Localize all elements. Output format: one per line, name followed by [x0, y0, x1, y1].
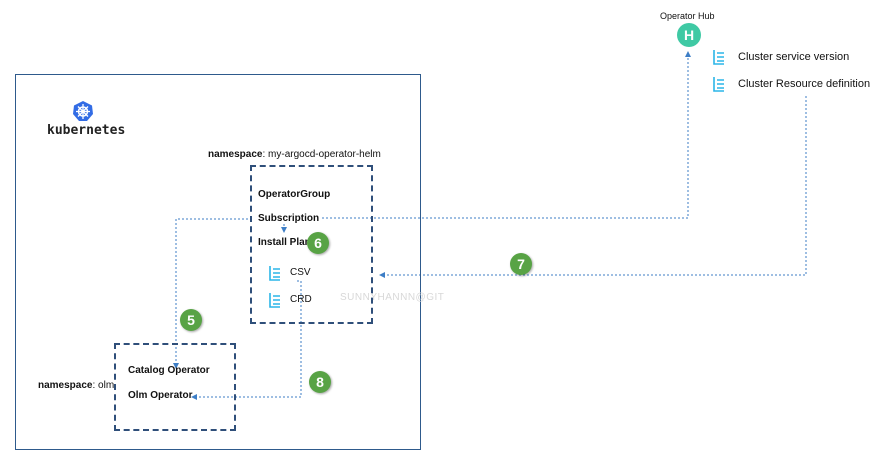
watermark: SUNNYHANNN@GIT [340, 292, 445, 303]
subscription-to-hub-arrow [322, 51, 691, 219]
kubernetes-cluster-box [15, 74, 421, 450]
namespace-value: : olm [92, 380, 115, 391]
legend-to-helm-arrow [379, 96, 807, 278]
kubernetes-helm-logo [72, 100, 94, 127]
namespace-olm-label: namespace: olm [38, 380, 114, 391]
legend-crd-label: Cluster Resource definition [738, 78, 871, 90]
csv-to-olm-arrow [191, 280, 302, 400]
crd-icon [268, 292, 282, 313]
namespace-helm-label: namespace: my-argocd-operator-helm [208, 149, 381, 160]
install-plan-label[interactable]: Install Plan [258, 237, 311, 248]
step-6-badge: 6 [307, 232, 329, 254]
olm-operator-label[interactable]: Olm Operator [128, 390, 193, 401]
kubernetes-label: kubernetes [47, 123, 126, 138]
csv-icon [268, 265, 282, 286]
document-list-icon [712, 49, 726, 70]
operator-hub-logo[interactable]: H [677, 23, 701, 47]
step-7-badge: 7 [510, 253, 532, 275]
crd-label[interactable]: CRD [290, 294, 312, 305]
document-list-icon [712, 76, 726, 97]
namespace-key: namespace [38, 380, 93, 391]
step-5-badge: 5 [180, 309, 202, 331]
catalog-operator-label[interactable]: Catalog Operator [128, 365, 210, 376]
legend-csv-label: Cluster service version [738, 51, 850, 63]
namespace-key: namespace [208, 149, 263, 160]
operator-group-label[interactable]: OperatorGroup [258, 189, 331, 200]
subscription-to-catalog-arrow [173, 218, 252, 369]
olm-namespace-box [114, 343, 236, 431]
step-8-badge: 8 [309, 371, 331, 393]
namespace-value: : my-argocd-operator-helm [262, 149, 381, 160]
helm-namespace-box [250, 165, 373, 324]
csv-label[interactable]: CSV [290, 267, 311, 278]
subscription-label[interactable]: Subscription [258, 213, 320, 224]
operator-hub-label: Operator Hub [660, 11, 715, 21]
